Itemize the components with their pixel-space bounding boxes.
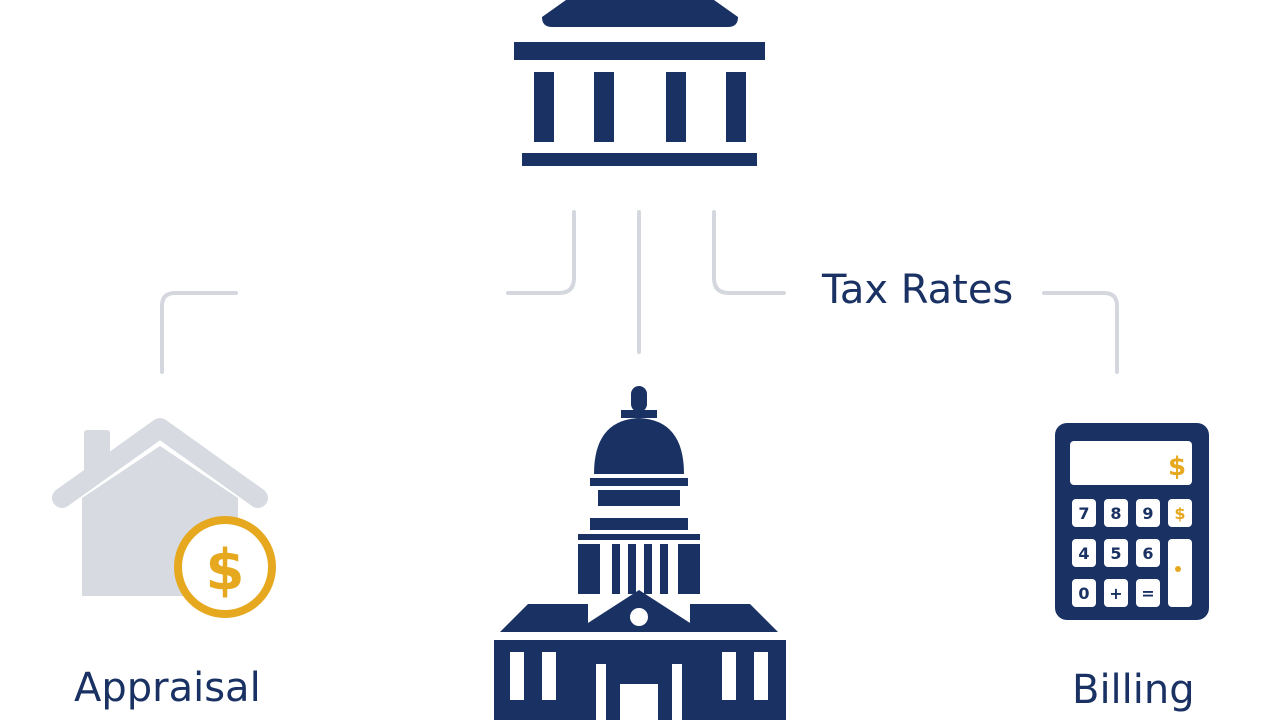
calculator-key: [1136, 539, 1160, 567]
coin-symbol: $: [206, 538, 245, 603]
calculator-display: [1070, 441, 1192, 485]
dome: [594, 418, 684, 474]
tax-rates-label: Tax Rates: [822, 267, 1014, 313]
rotunda-col-4: [644, 544, 652, 594]
calculator-key-label: 4: [1078, 544, 1089, 563]
house-with-dollar-icon: $: [52, 418, 276, 618]
connector-mid-right: [712, 210, 786, 295]
calculator-key-label: 8: [1110, 504, 1121, 523]
wing-left-roof: [500, 604, 588, 632]
drum-base: [590, 518, 688, 530]
calculator-key: [1104, 499, 1128, 527]
bank-base: [522, 153, 757, 166]
rotunda-col-1: [578, 544, 600, 594]
capitol-lower-body: [494, 640, 786, 720]
calculator-key: [1072, 579, 1096, 607]
rotunda-col-6: [678, 544, 700, 594]
calculator-icon: $ 7 8 9 $4 5 6 0 + =: [1055, 423, 1209, 620]
calculator-key-label: +: [1109, 584, 1122, 603]
bank-column-1: [534, 72, 554, 142]
bank-column-3: [666, 72, 686, 142]
coin-icon: [174, 516, 276, 618]
calculator-key-label: =: [1141, 584, 1154, 603]
calculator-key: [1072, 539, 1096, 567]
wing-right-roof: [690, 604, 778, 632]
calculator-key: [1136, 499, 1160, 527]
calculator-key-label: 9: [1142, 504, 1153, 523]
calculator-key-label: 0: [1078, 584, 1089, 603]
calculator-key-dot: [1175, 566, 1181, 572]
dome-drum: [598, 490, 680, 506]
calculator-key: [1168, 499, 1192, 527]
rotunda-col-3: [628, 544, 636, 594]
rotunda-ledge: [578, 534, 700, 540]
capitol-dome-icon: [494, 386, 786, 720]
rotunda-col-2: [612, 544, 620, 594]
bank-roof: [542, 0, 738, 27]
connector-mid-left: [506, 210, 576, 295]
bank-entablature: [514, 42, 765, 60]
house-roof: [52, 418, 268, 508]
pediment-oculus: [630, 608, 648, 626]
rotunda-col-5: [660, 544, 668, 594]
bank-column-4: [726, 72, 746, 142]
connector-right: [1042, 291, 1119, 374]
connector-left: [160, 291, 238, 374]
bank-column-2: [594, 72, 614, 142]
calculator-key-label: $: [1174, 504, 1185, 523]
connector-lines: [160, 210, 1119, 374]
calculator-key-label: 6: [1142, 544, 1153, 563]
calculator-key: [1136, 579, 1160, 607]
bank-building-icon: [514, 0, 765, 166]
dome-band: [590, 478, 688, 486]
appraisal-label: Appraisal: [74, 665, 261, 711]
calculator-key-label: 5: [1110, 544, 1121, 563]
calculator-key-label: 7: [1078, 504, 1089, 523]
dome-spire-base: [621, 410, 657, 418]
calculator-keypad: 7 8 9 $4 5 6 0 + =: [1072, 499, 1192, 607]
dome-spire: [631, 386, 647, 412]
billing-label: Billing: [1072, 667, 1195, 713]
calculator-key: [1104, 539, 1128, 567]
calculator-display-symbol: $: [1168, 452, 1186, 482]
calculator-key: [1072, 499, 1096, 527]
calculator-key: [1104, 579, 1128, 607]
calculator-key: [1168, 539, 1192, 607]
